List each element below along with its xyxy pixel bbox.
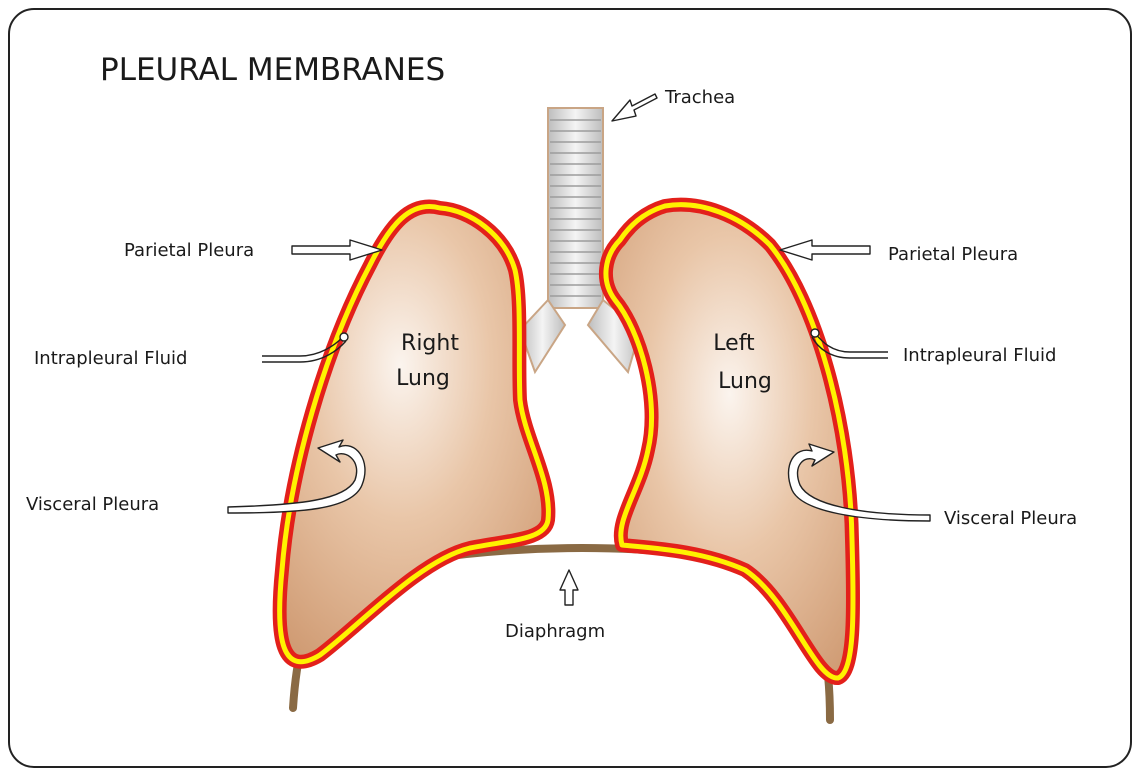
left-lung-label-line1: Left <box>713 331 755 356</box>
trachea-arrow <box>612 94 657 121</box>
right-bronchus <box>520 300 565 372</box>
parietal-pleura-left-arrow <box>780 240 870 260</box>
left-lung-shape <box>606 205 853 678</box>
diaphragm-arrow <box>560 570 578 605</box>
intrapleural-fluid-left-marker <box>811 329 819 337</box>
diagram-title: PLEURAL MEMBRANES <box>100 52 445 88</box>
intrapleural-fluid-right-label: Intrapleural Fluid <box>34 348 187 369</box>
left-lung <box>606 205 853 678</box>
intrapleural-fluid-right-marker <box>340 333 348 341</box>
parietal-pleura-left-label: Parietal Pleura <box>888 244 1018 265</box>
right-lung-label-line2: Lung <box>396 366 450 391</box>
right-lung-label-line1: Right <box>401 331 459 356</box>
trachea-label: Trachea <box>664 87 735 108</box>
diaphragm-label: Diaphragm <box>505 621 605 642</box>
visceral-pleura-left-label: Visceral Pleura <box>944 508 1077 529</box>
left-lung-label-line2: Lung <box>718 369 772 394</box>
intrapleural-fluid-left-label: Intrapleural Fluid <box>903 345 1056 366</box>
right-lung <box>280 207 549 662</box>
parietal-pleura-right-label: Parietal Pleura <box>124 240 254 261</box>
right-lung-shape <box>280 207 549 662</box>
visceral-pleura-right-label: Visceral Pleura <box>26 494 159 515</box>
